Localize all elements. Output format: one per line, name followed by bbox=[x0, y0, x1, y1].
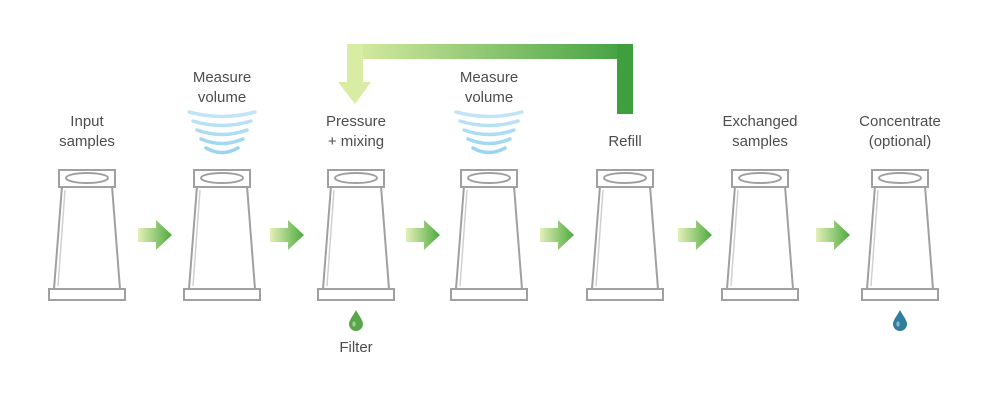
step-label-refill: Refill bbox=[608, 132, 641, 152]
sample-tube bbox=[586, 169, 664, 301]
step-label-input: Input samples bbox=[59, 112, 115, 152]
measure-label-1: Measure volume bbox=[193, 68, 251, 108]
step-label-concentrate-line1: Concentrate bbox=[859, 113, 941, 130]
sample-tube bbox=[183, 169, 261, 301]
filter-label: Filter bbox=[339, 339, 373, 356]
step-label-pressure-line1: Pressure bbox=[325, 113, 387, 130]
step-label-exchanged: Exchanged samples bbox=[722, 112, 797, 152]
step-label-input-line1: Input bbox=[70, 113, 104, 130]
sample-tube bbox=[450, 169, 528, 301]
step-label-input-line2: samples bbox=[59, 133, 115, 150]
step-label-pressure: Pressure + mixing bbox=[326, 112, 386, 152]
concentrate-drop-icon bbox=[893, 310, 907, 331]
step-label-refill-line2: Refill bbox=[608, 133, 642, 150]
flow-arrow bbox=[406, 220, 440, 250]
sample-tube bbox=[48, 169, 126, 301]
measure-wave-icon bbox=[187, 110, 257, 155]
step-label-concentrate: Concentrate (optional) bbox=[859, 112, 941, 152]
step-label-concentrate-line2: (optional) bbox=[868, 133, 932, 150]
sample-tube bbox=[721, 169, 799, 301]
flow-arrow bbox=[138, 220, 172, 250]
measure-wave-icon bbox=[454, 110, 524, 155]
flow-arrow bbox=[816, 220, 850, 250]
step-label-exchanged-line1: Exchanged bbox=[722, 113, 798, 130]
refill-loop-arrow bbox=[338, 44, 633, 114]
measure-label-1-line2: volume bbox=[197, 89, 247, 106]
measure-label-2: Measure volume bbox=[460, 68, 518, 108]
sample-tube bbox=[861, 169, 939, 301]
step-label-pressure-line2: + mixing bbox=[327, 133, 385, 150]
measure-label-2-line2: volume bbox=[464, 89, 514, 106]
measure-label-1-line1: Measure bbox=[192, 69, 252, 86]
filtrate-drop-icon bbox=[349, 310, 363, 331]
flow-arrow bbox=[678, 220, 712, 250]
flow-arrow bbox=[270, 220, 304, 250]
flow-arrow bbox=[540, 220, 574, 250]
step-label-exchanged-line2: samples bbox=[732, 133, 788, 150]
measure-label-2-line1: Measure bbox=[459, 69, 519, 86]
sample-tube bbox=[317, 169, 395, 301]
